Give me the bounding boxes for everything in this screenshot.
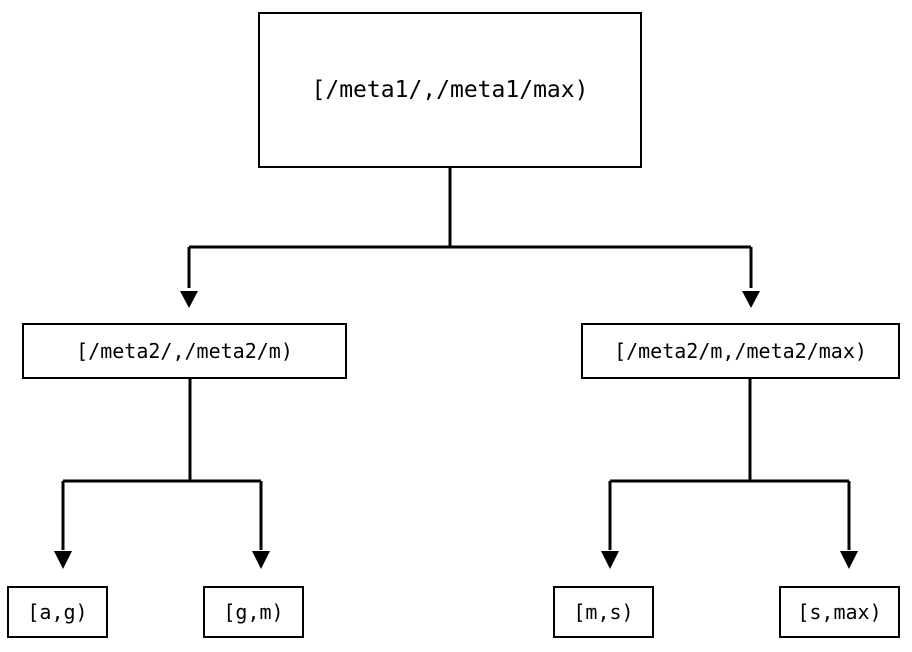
- tree-node-leaf-4[interactable]: [s,max): [779, 586, 900, 638]
- arrowhead-to-mid-right: [742, 291, 760, 308]
- arrowhead-to-leaf-1: [54, 551, 72, 569]
- arrowhead-to-mid-left: [180, 291, 198, 308]
- tree-node-leaf-1[interactable]: [a,g): [7, 586, 108, 638]
- arrowhead-to-leaf-3: [601, 551, 619, 569]
- tree-node-mid-left[interactable]: [/meta2/,/meta2/m): [22, 323, 347, 379]
- tree-node-mid-right[interactable]: [/meta2/m,/meta2/max): [581, 323, 900, 379]
- tree-node-root-label: [/meta1/,/meta1/max): [311, 76, 589, 103]
- tree-node-root[interactable]: [/meta1/,/meta1/max): [258, 12, 642, 168]
- tree-node-leaf-4-label: [s,max): [797, 600, 882, 624]
- arrowhead-to-leaf-2: [252, 551, 270, 569]
- arrowhead-to-leaf-4: [840, 551, 858, 569]
- tree-node-leaf-1-label: [a,g): [27, 600, 88, 624]
- tree-node-leaf-3-label: [m,s): [573, 600, 634, 624]
- tree-node-mid-right-label: [/meta2/m,/meta2/max): [614, 339, 867, 363]
- tree-node-leaf-3[interactable]: [m,s): [553, 586, 654, 638]
- tree-node-leaf-2[interactable]: [g,m): [203, 586, 304, 638]
- tree-node-leaf-2-label: [g,m): [223, 600, 284, 624]
- tree-node-mid-left-label: [/meta2/,/meta2/m): [76, 339, 293, 363]
